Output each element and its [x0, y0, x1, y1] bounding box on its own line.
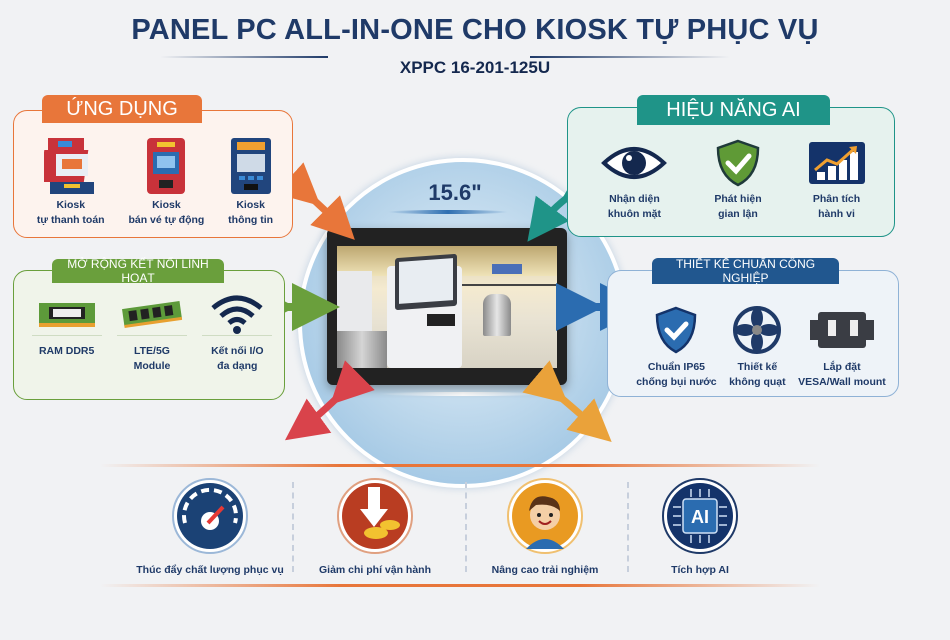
ticket-kiosk-icon: [128, 136, 204, 198]
label-line2: chống bụi nước: [636, 376, 717, 388]
ind-item-fanless: Thiết kế không quạt: [729, 300, 786, 390]
lte-module-icon: [116, 292, 187, 336]
label-line2: thông tin: [228, 214, 274, 226]
benefit-item-ai: AI Tích hợp AI: [620, 476, 780, 576]
benefit-label: Tích hợp AI: [671, 564, 729, 576]
panel-pc-device: [327, 228, 567, 385]
connectivity-title: MỞ RỘNG KẾT NỐI LINH HOẠT: [52, 257, 224, 285]
label-line1: Chuẩn IP65: [647, 361, 706, 373]
title-underline-left: [160, 56, 328, 58]
label-line1: RAM DDR5: [38, 345, 95, 357]
speedometer-icon: [130, 476, 290, 556]
benefit-label: Nâng cao trải nghiệm: [491, 564, 599, 576]
payment-kiosk-icon: [37, 136, 105, 198]
app-item-ticket: Kiosk bán vé tự động: [128, 136, 204, 228]
label-line1: Nhận diện: [609, 193, 660, 205]
label-line2: đa dạng: [217, 360, 258, 372]
happy-user-icon: [465, 476, 625, 556]
page-title: PANEL PC ALL-IN-ONE CHO KIOSK TỰ PHỤC VỤ: [131, 14, 819, 46]
label-line2: không quạt: [729, 376, 786, 388]
benefits-bottom-rule: [100, 584, 820, 587]
label-line1: Kiosk: [236, 199, 265, 211]
ai-title: HIỆU NĂNG AI: [637, 95, 830, 125]
label-line2: VESA/Wall mount: [798, 376, 886, 388]
label-line2: bán vé tự động: [128, 214, 205, 226]
benefit-item-experience: Nâng cao trải nghiệm: [465, 476, 625, 576]
queue-rope: [462, 284, 557, 286]
label-line1: Phát hiện: [714, 193, 762, 205]
conn-item-lte: LTE/5G Module: [116, 292, 187, 374]
benefit-item-service: Thúc đẩy chất lượng phục vụ: [130, 476, 290, 576]
info-kiosk-icon: [228, 136, 273, 198]
ram-icon: [31, 292, 102, 336]
label-line1: LTE/5G: [133, 345, 170, 357]
kiosk-slot: [427, 314, 455, 326]
ai-item-behavior: Phân tích hành vi: [808, 134, 865, 222]
ai-item-face: Nhận diện khuôn mặt: [601, 134, 668, 222]
applications-items: Kiosk tự thanh toán Kiosk bán vé tự động…: [25, 136, 285, 228]
divider: [627, 482, 629, 572]
industrial-title: THIẾT KẾ CHUẨN CÔNG NGHIỆP: [652, 257, 839, 285]
eye-icon: [601, 134, 668, 192]
cost-down-coins-icon: [295, 476, 455, 556]
ai-item-fraud: Phát hiện gian lận: [714, 134, 762, 222]
trash-bin: [483, 294, 511, 336]
label-line1: Kết nối I/O: [211, 345, 264, 357]
ip65-shield-icon: [636, 300, 716, 360]
conn-item-ram: RAM DDR5: [31, 292, 102, 374]
label-line1: Lắp đặt: [823, 361, 861, 373]
divider: [465, 482, 467, 572]
industrial-items: Chuẩn IP65 chống bụi nước Thiết kế không…: [630, 300, 892, 390]
conn-item-io: Kết nối I/O đa dạng: [202, 292, 273, 374]
kiosk-left: [337, 271, 372, 341]
wifi-icon: [202, 292, 273, 336]
label-line2: hành vi: [818, 208, 855, 220]
benefits-top-rule: [100, 464, 820, 467]
benefit-label: Thúc đẩy chất lượng phục vụ: [136, 564, 284, 576]
size-underline: [388, 210, 508, 214]
label-line2: Module: [133, 360, 171, 372]
airport-sign: [492, 264, 522, 274]
label-line1: Phân tích: [812, 193, 861, 205]
chart-growth-icon: [808, 134, 865, 192]
ind-item-vesa: Lắp đặt VESA/Wall mount: [798, 300, 886, 390]
ai-items: Nhận diện khuôn mặt Phát hiện gian lận P…: [578, 134, 888, 222]
label-line1: Kiosk: [56, 199, 86, 211]
ind-item-ip65: Chuẩn IP65 chống bụi nước: [636, 300, 717, 390]
arrow-applications: [275, 162, 355, 240]
benefit-label: Giảm chi phí vận hành: [318, 564, 432, 576]
fan-icon: [729, 300, 786, 360]
benefit-item-cost: Giảm chi phí vận hành: [295, 476, 455, 576]
label-line1: Thiết kế: [737, 361, 778, 373]
ai-chip-icon: AI: [620, 476, 780, 556]
model-number: XPPC 16-201-125U: [399, 58, 551, 77]
arrow-benefits-right: [522, 360, 612, 442]
device-screen: [337, 246, 557, 368]
vesa-mount-icon: [798, 300, 886, 360]
app-item-info: Kiosk thông tin: [228, 136, 273, 228]
label-line2: gian lận: [718, 208, 758, 220]
applications-title: ỨNG DỤNG: [42, 95, 202, 123]
stand-glow: [378, 392, 548, 396]
title-underline-right: [530, 56, 730, 58]
screen-size-label: 15.6": [428, 180, 482, 205]
label-line2: khuôn mặt: [607, 208, 661, 220]
arrow-benefits-left: [284, 360, 375, 441]
label-line2: tự thanh toán: [36, 214, 105, 226]
divider: [292, 482, 294, 572]
label-line1: Kiosk: [152, 199, 181, 211]
connectivity-items: RAM DDR5 LTE/5G Module Kết nối I/O đa dạ…: [24, 292, 280, 374]
svg-text:AI: AI: [691, 507, 709, 527]
app-item-payment: Kiosk tự thanh toán: [37, 136, 105, 228]
shield-check-icon: [714, 134, 761, 192]
